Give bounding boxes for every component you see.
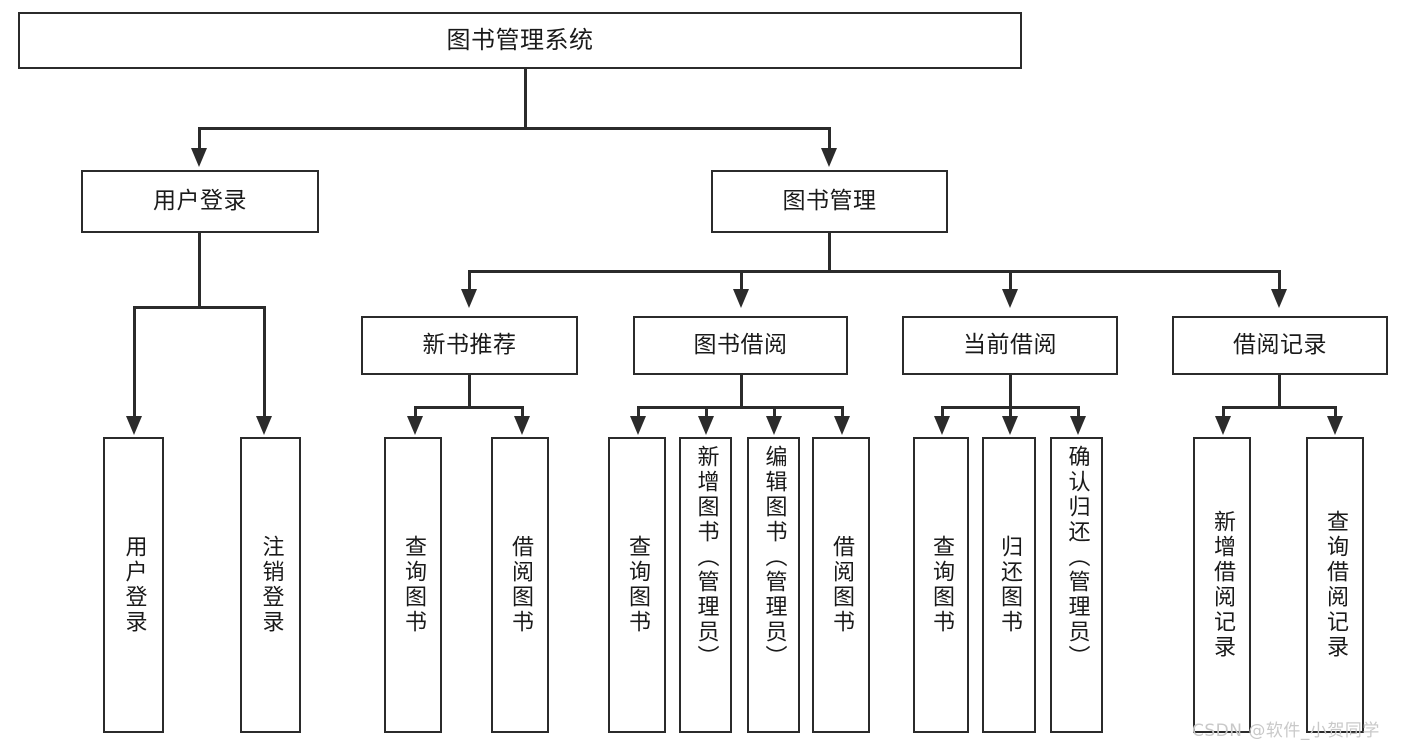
connector-bookborrow-drop-1 xyxy=(637,406,640,417)
node-book-borrow[interactable]: 图书借阅 xyxy=(633,316,848,375)
arrow-to-leaf-user-login xyxy=(126,416,142,435)
connector-bookborrow-drop-2 xyxy=(705,406,708,417)
leaf-query-record[interactable]: 查询借阅记录 xyxy=(1306,437,1364,733)
node-label: 图书管理系统 xyxy=(446,26,594,55)
arrow-to-current-borrow xyxy=(1002,289,1018,308)
node-label: 图书管理 xyxy=(782,187,877,214)
connector-borrowrecord-trunk xyxy=(1278,375,1281,408)
node-label: 图书借阅 xyxy=(693,331,788,358)
leaf-logout[interactable]: 注销登录 xyxy=(240,437,301,733)
leaf-borrow-book-1[interactable]: 借阅图书 xyxy=(491,437,549,733)
leaf-user-login[interactable]: 用户登录 xyxy=(103,437,164,733)
arrow-to-leaf-edit-book xyxy=(766,416,782,435)
arrow-to-book-borrow xyxy=(733,289,749,308)
connector-currentborrow-drop-3 xyxy=(1077,406,1080,417)
node-root-library-system[interactable]: 图书管理系统 xyxy=(18,12,1022,69)
connector-root-drop-2 xyxy=(828,127,831,149)
arrow-to-leaf-query-book-1 xyxy=(407,416,423,435)
connector-userlogin-drop-1 xyxy=(133,306,136,417)
arrow-to-user-login xyxy=(191,148,207,167)
connector-newbook-trunk xyxy=(468,375,471,408)
leaf-label: 用户登录 xyxy=(121,535,147,635)
node-label: 新书推荐 xyxy=(422,331,517,358)
connector-currentborrow-drop-1 xyxy=(941,406,944,417)
leaf-label: 编辑图书（管理员） xyxy=(761,445,787,670)
leaf-label: 注销登录 xyxy=(258,535,284,635)
connector-bookborrow-bar xyxy=(637,406,843,409)
node-label: 当前借阅 xyxy=(963,331,1057,358)
connector-bookmgmt-drop-4 xyxy=(1278,270,1281,290)
connector-root-bar xyxy=(198,127,830,130)
leaf-label: 查询图书 xyxy=(625,535,650,635)
leaf-edit-book[interactable]: 编辑图书（管理员） xyxy=(747,437,800,733)
connector-bookmgmt-trunk xyxy=(828,233,831,272)
connector-bookmgmt-drop-3 xyxy=(1009,270,1012,290)
arrow-to-leaf-query-record xyxy=(1327,416,1343,435)
leaf-label: 查询图书 xyxy=(401,535,426,635)
connector-bookmgmt-drop-1 xyxy=(468,270,471,290)
arrow-to-leaf-confirm-return xyxy=(1070,416,1086,435)
leaf-add-record[interactable]: 新增借阅记录 xyxy=(1193,437,1251,733)
connector-borrowrecord-drop-1 xyxy=(1222,406,1225,417)
connector-newbook-drop-2 xyxy=(521,406,524,417)
connector-bookborrow-drop-3 xyxy=(773,406,776,417)
node-label: 借阅记录 xyxy=(1233,331,1327,358)
node-book-management[interactable]: 图书管理 xyxy=(711,170,948,233)
connector-root-drop-1 xyxy=(198,127,201,149)
leaf-label: 借阅图书 xyxy=(829,535,854,635)
arrow-to-leaf-query-book-3 xyxy=(934,416,950,435)
leaf-borrow-book-2[interactable]: 借阅图书 xyxy=(812,437,870,733)
connector-bookmgmt-drop-2 xyxy=(740,270,743,290)
arrow-to-leaf-query-book-2 xyxy=(630,416,646,435)
leaf-query-book-3[interactable]: 查询图书 xyxy=(913,437,969,733)
arrow-to-leaf-return-book xyxy=(1002,416,1018,435)
connector-userlogin-bar xyxy=(133,306,265,309)
arrow-to-borrow-record xyxy=(1271,289,1287,308)
leaf-return-book[interactable]: 归还图书 xyxy=(982,437,1036,733)
leaf-label: 新增借阅记录 xyxy=(1210,510,1235,660)
connector-currentborrow-drop-2 xyxy=(1009,406,1012,417)
arrow-to-new-book-recommend xyxy=(461,289,477,308)
node-borrow-record[interactable]: 借阅记录 xyxy=(1172,316,1388,375)
arrow-to-leaf-logout xyxy=(256,416,272,435)
connector-newbook-drop-1 xyxy=(414,406,417,417)
node-user-login[interactable]: 用户登录 xyxy=(81,170,319,233)
arrow-to-leaf-borrow-book-2 xyxy=(834,416,850,435)
leaf-label: 新增图书（管理员） xyxy=(693,445,719,670)
leaf-label: 查询借阅记录 xyxy=(1323,510,1348,660)
leaf-label: 借阅图书 xyxy=(508,535,533,635)
connector-borrowrecord-drop-2 xyxy=(1334,406,1337,417)
connector-bookmgmt-bar xyxy=(468,270,1278,273)
connector-currentborrow-trunk xyxy=(1009,375,1012,408)
leaf-add-book[interactable]: 新增图书（管理员） xyxy=(679,437,732,733)
connector-userlogin-trunk xyxy=(198,233,201,307)
leaf-label: 归还图书 xyxy=(997,535,1022,635)
node-new-book-recommend[interactable]: 新书推荐 xyxy=(361,316,578,375)
node-current-borrow[interactable]: 当前借阅 xyxy=(902,316,1118,375)
arrow-to-leaf-add-record xyxy=(1215,416,1231,435)
connector-bookborrow-trunk xyxy=(740,375,743,408)
leaf-query-book-1[interactable]: 查询图书 xyxy=(384,437,442,733)
node-label: 用户登录 xyxy=(153,187,247,214)
csdn-watermark: CSDN @软件_小贺同学 xyxy=(1192,721,1380,741)
connector-bookborrow-drop-4 xyxy=(841,406,844,417)
arrow-to-book-management xyxy=(821,148,837,167)
connector-borrowrecord-bar xyxy=(1222,406,1336,409)
connector-userlogin-drop-2 xyxy=(263,306,266,417)
arrow-to-leaf-borrow-book-1 xyxy=(514,416,530,435)
connector-newbook-bar xyxy=(414,406,524,409)
leaf-label: 确认归还（管理员） xyxy=(1064,445,1090,670)
leaf-confirm-return[interactable]: 确认归还（管理员） xyxy=(1050,437,1103,733)
leaf-query-book-2[interactable]: 查询图书 xyxy=(608,437,666,733)
leaf-label: 查询图书 xyxy=(929,535,954,635)
connector-root-trunk xyxy=(524,69,527,128)
arrow-to-leaf-add-book xyxy=(698,416,714,435)
